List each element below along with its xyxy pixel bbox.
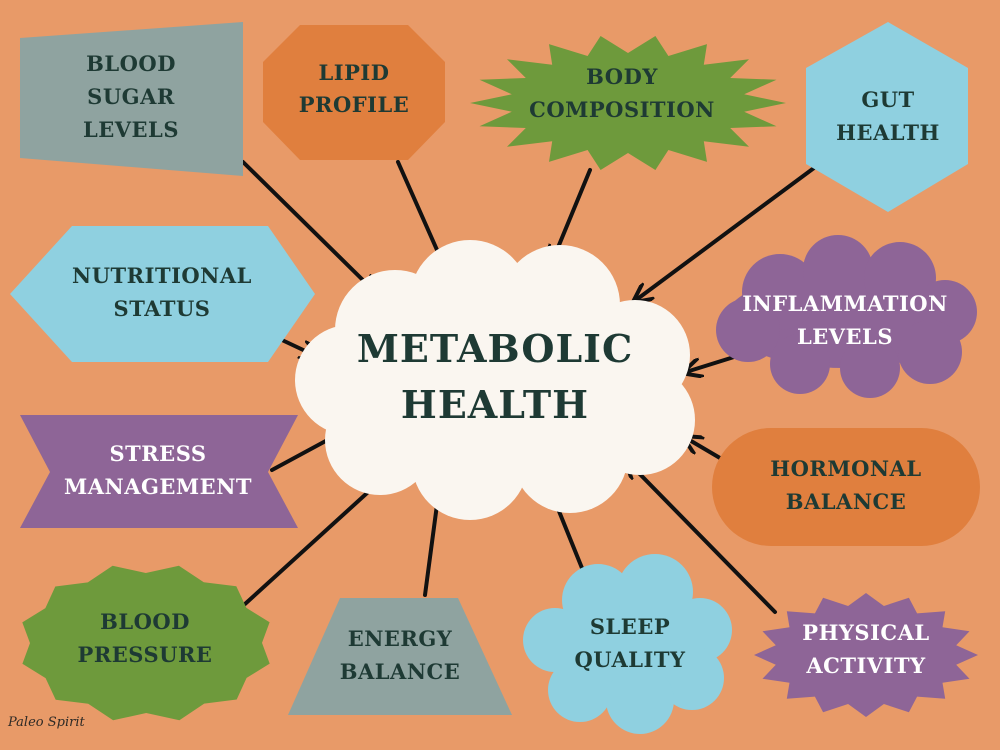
energy-balance-line2: BALANCE (340, 659, 461, 684)
inflammation-levels-line1: INFLAMMATION (742, 291, 948, 316)
center-title-line1: METABOLIC (357, 326, 633, 371)
arrow-icon (628, 462, 777, 614)
gut-health-line1: GUT (861, 87, 914, 112)
center-title-line2: HEALTH (401, 382, 589, 427)
arrow-icon (241, 160, 375, 292)
node-physical-activity: PHYSICAL ACTIVITY (754, 593, 978, 717)
signature: Paleo Spirit (7, 715, 85, 730)
blood-pressure-line1: BLOOD (100, 609, 190, 634)
sleep-quality-line2: QUALITY (575, 647, 686, 672)
body-composition-line2: COMPOSITION (529, 97, 715, 122)
hormonal-balance-line1: HORMONAL (770, 456, 921, 481)
arrow-icon (243, 474, 388, 606)
energy-balance-line1: ENERGY (348, 626, 453, 651)
node-energy-balance: ENERGY BALANCE (288, 598, 512, 715)
arrow-icon (636, 163, 820, 300)
node-lipid-profile: LIPID PROFILE (263, 25, 445, 160)
physical-activity-line2: ACTIVITY (805, 653, 926, 678)
sleep-quality-line1: SLEEP (590, 614, 670, 639)
blood-sugar-line1: BLOOD (86, 51, 176, 76)
node-nutritional-status: NUTRITIONAL STATUS (10, 226, 315, 362)
node-stress-management: STRESS MANAGEMENT (20, 415, 298, 528)
blood-pressure-line2: PRESSURE (78, 642, 213, 667)
gut-health-line2: HEALTH (836, 120, 940, 145)
center-cloud: METABOLIC HEALTH (295, 240, 695, 520)
nutritional-status-line1: NUTRITIONAL (72, 263, 252, 288)
arrow-icon (686, 438, 722, 460)
node-inflammation-levels: INFLAMMATION LEVELS (716, 235, 977, 398)
inflammation-levels-line2: LEVELS (797, 324, 893, 349)
physical-activity-line1: PHYSICAL (802, 620, 929, 645)
nutritional-status-line2: STATUS (114, 296, 211, 321)
body-composition-line1: BODY (586, 64, 658, 89)
stress-management-line1: STRESS (109, 441, 206, 466)
blood-sugar-line3: LEVELS (83, 117, 179, 142)
node-blood-pressure: BLOOD PRESSURE (22, 565, 270, 721)
lipid-profile-line1: LIPID (319, 60, 390, 85)
stress-management-line2: MANAGEMENT (64, 474, 252, 499)
blood-sugar-line2: SUGAR (87, 84, 175, 109)
node-blood-sugar-levels: BLOOD SUGAR LEVELS (20, 22, 243, 176)
node-hormonal-balance: HORMONAL BALANCE (712, 428, 980, 546)
node-sleep-quality: SLEEP QUALITY (523, 554, 732, 734)
hormonal-balance-line2: BALANCE (786, 489, 907, 514)
node-gut-health: GUT HEALTH (806, 22, 968, 212)
lipid-profile-line2: PROFILE (299, 92, 410, 117)
node-body-composition: BODY COMPOSITION (470, 36, 786, 170)
